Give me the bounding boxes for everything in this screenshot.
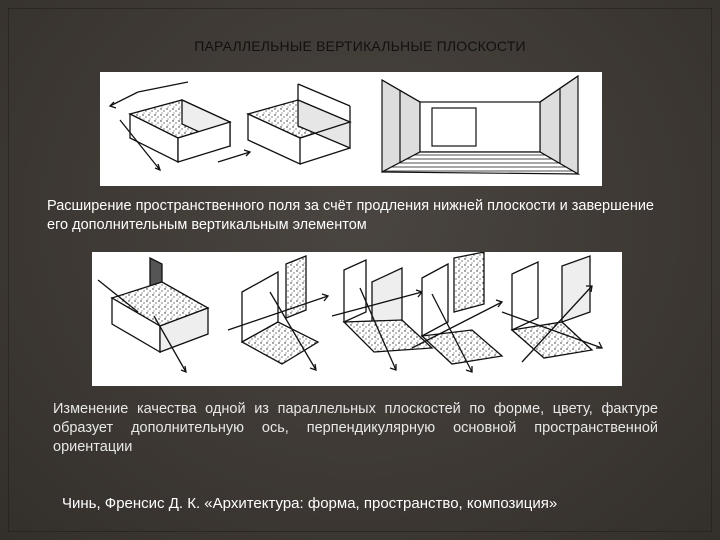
bottom-figure-strip	[92, 252, 622, 386]
room-perspective-icon	[381, 74, 581, 176]
axis-cross-icon	[411, 252, 504, 373]
top-figure-strip	[100, 72, 602, 186]
box-with-arrows-icon	[108, 81, 252, 172]
open-box-icon	[246, 83, 352, 166]
source-citation: Чинь, Френсис Д. К. «Архитектура: форма,…	[62, 495, 558, 512]
description-paragraph-2: Изменение качества одной из параллельных…	[53, 401, 658, 455]
box-axis-icon	[97, 256, 210, 374]
axis-cross-icon	[227, 255, 330, 371]
description-paragraph-1: Расширение пространственного поля за счё…	[47, 198, 654, 233]
axis-cross-icon	[331, 258, 434, 371]
axis-cross-icon	[501, 255, 604, 363]
slide-title: ПАРАЛЛЕЛЬНЫЕ ВЕРТИКАЛЬНЫЕ ПЛОСКОСТИ	[194, 38, 526, 54]
